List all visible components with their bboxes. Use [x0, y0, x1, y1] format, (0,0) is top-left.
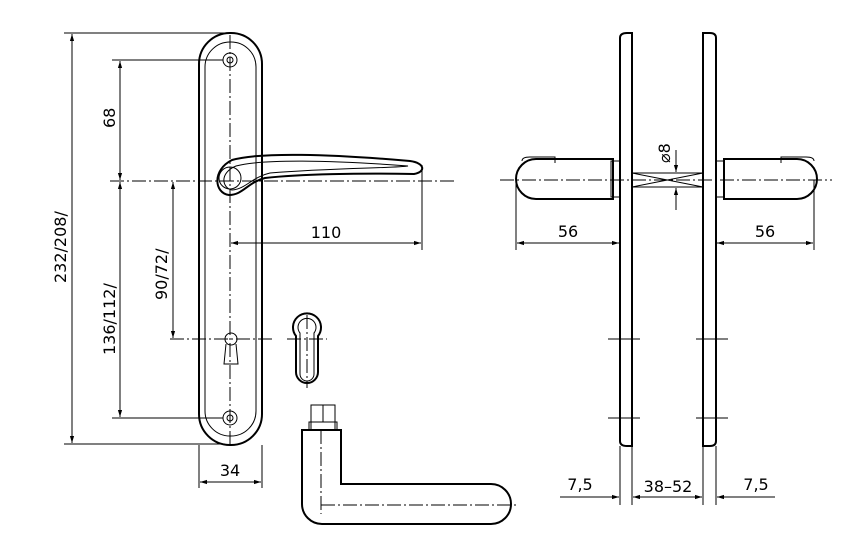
dim-left-lever-depth: 56	[515, 180, 619, 250]
dim-plate-width: 34	[198, 445, 263, 488]
dim-total-height-label: 232/208/	[51, 211, 70, 283]
dim-bottom-thicknesses: 7,5 38–52 7,5	[560, 446, 775, 505]
right-lever-side	[715, 156, 818, 200]
dim-plate-width-label: 34	[220, 461, 240, 480]
left-lever-side	[515, 156, 621, 200]
dim-lever-length: 110	[231, 165, 423, 250]
dim-right-lever-depth: 56	[717, 180, 815, 250]
dim-center-distance-label: 90/72/	[152, 248, 171, 300]
dim-door-thickness-label: 38–52	[644, 477, 693, 496]
dim-lever-length-label: 110	[311, 223, 342, 242]
front-view	[110, 32, 455, 446]
lever-handle	[216, 153, 424, 197]
left-plate	[619, 32, 633, 447]
dim-lower-distance: 136/112/	[100, 182, 223, 419]
dim-spindle-label: ⌀8	[655, 143, 674, 163]
dim-right-lever-depth-label: 56	[755, 222, 775, 241]
dim-plate-thickness-right-label: 7,5	[743, 475, 768, 494]
dim-total-height: 232/208/	[51, 32, 225, 445]
side-view	[500, 32, 832, 447]
lever-top-view	[301, 404, 518, 525]
keyhole	[223, 332, 239, 365]
dim-upper-distance: 68	[100, 59, 223, 180]
dim-lower-distance-label: 136/112/	[100, 283, 119, 355]
dim-spindle: ⌀8	[655, 143, 679, 210]
dim-left-lever-depth-label: 56	[558, 222, 578, 241]
cylinder-cutout	[287, 312, 327, 388]
dim-plate-thickness-left-label: 7,5	[567, 475, 592, 494]
dim-center-distance: 90/72/	[152, 182, 176, 338]
right-plate	[702, 32, 717, 447]
dim-upper-distance-label: 68	[100, 108, 119, 128]
